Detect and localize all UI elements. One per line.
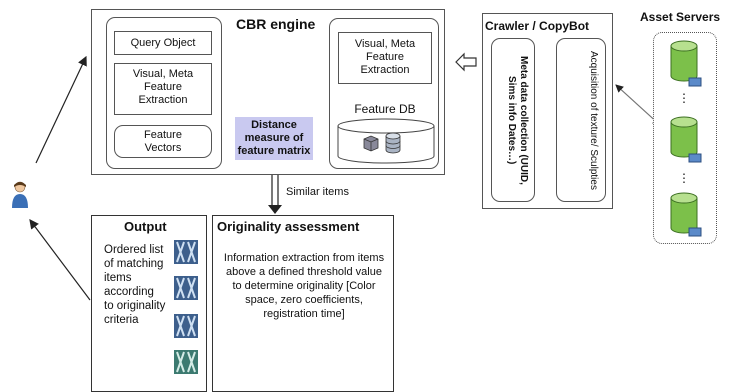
acquisition-box — [556, 38, 606, 202]
svg-text:⋮: ⋮ — [678, 91, 690, 105]
texture-thumbnail-icon — [174, 350, 198, 374]
feature-vectors-box: Feature Vectors — [114, 125, 212, 158]
query-object-box: Query Object — [114, 31, 212, 55]
output-to-user-arrow — [29, 219, 91, 301]
cube-icon — [362, 134, 380, 152]
server-icon — [670, 116, 702, 163]
left-feature-extraction-box: Visual, Meta Feature Extraction — [114, 63, 212, 115]
texture-thumbnail-icon — [174, 314, 198, 338]
feature-db-cylinder — [336, 118, 436, 164]
hollow-arrow-icon — [455, 52, 477, 72]
asset-servers-title: Asset Servers — [640, 10, 721, 24]
texture-thumbnail-icon — [174, 276, 198, 300]
meta-collection-label: Meta data collection (UUID, Sims info Da… — [506, 55, 529, 185]
similar-items-label: Similar items — [286, 186, 349, 198]
similar-items-arrowhead — [268, 205, 282, 214]
right-feature-extraction-box: Visual, Meta Feature Extraction — [338, 32, 432, 84]
acquisition-label: Acquisition of texture/ Sculpties — [588, 50, 599, 190]
server-icon — [670, 192, 702, 237]
meta-collection-box — [491, 38, 535, 202]
database-icon — [384, 132, 402, 154]
user-to-engine-arrow — [35, 55, 87, 164]
originality-box — [212, 215, 394, 392]
output-title: Output — [124, 219, 167, 234]
texture-thumbnail-icon — [174, 240, 198, 264]
feature-db-label: Feature DB — [354, 102, 416, 116]
server-icon — [670, 40, 702, 87]
svg-text:⋮: ⋮ — [678, 171, 690, 185]
originality-text: Information extraction from items above … — [223, 252, 385, 320]
cbr-engine-title: CBR engine — [236, 16, 316, 32]
crawler-title: Crawler / CopyBot — [485, 19, 590, 33]
output-text: Ordered list of matching items according… — [104, 244, 166, 326]
servers-column: ⋮ ⋮ — [653, 32, 717, 244]
distance-measure-label: Distance measure of feature matrix — [235, 117, 313, 160]
user-icon — [10, 180, 30, 210]
texture-thumbnails — [172, 236, 202, 376]
originality-title: Originality assessment — [217, 219, 360, 234]
